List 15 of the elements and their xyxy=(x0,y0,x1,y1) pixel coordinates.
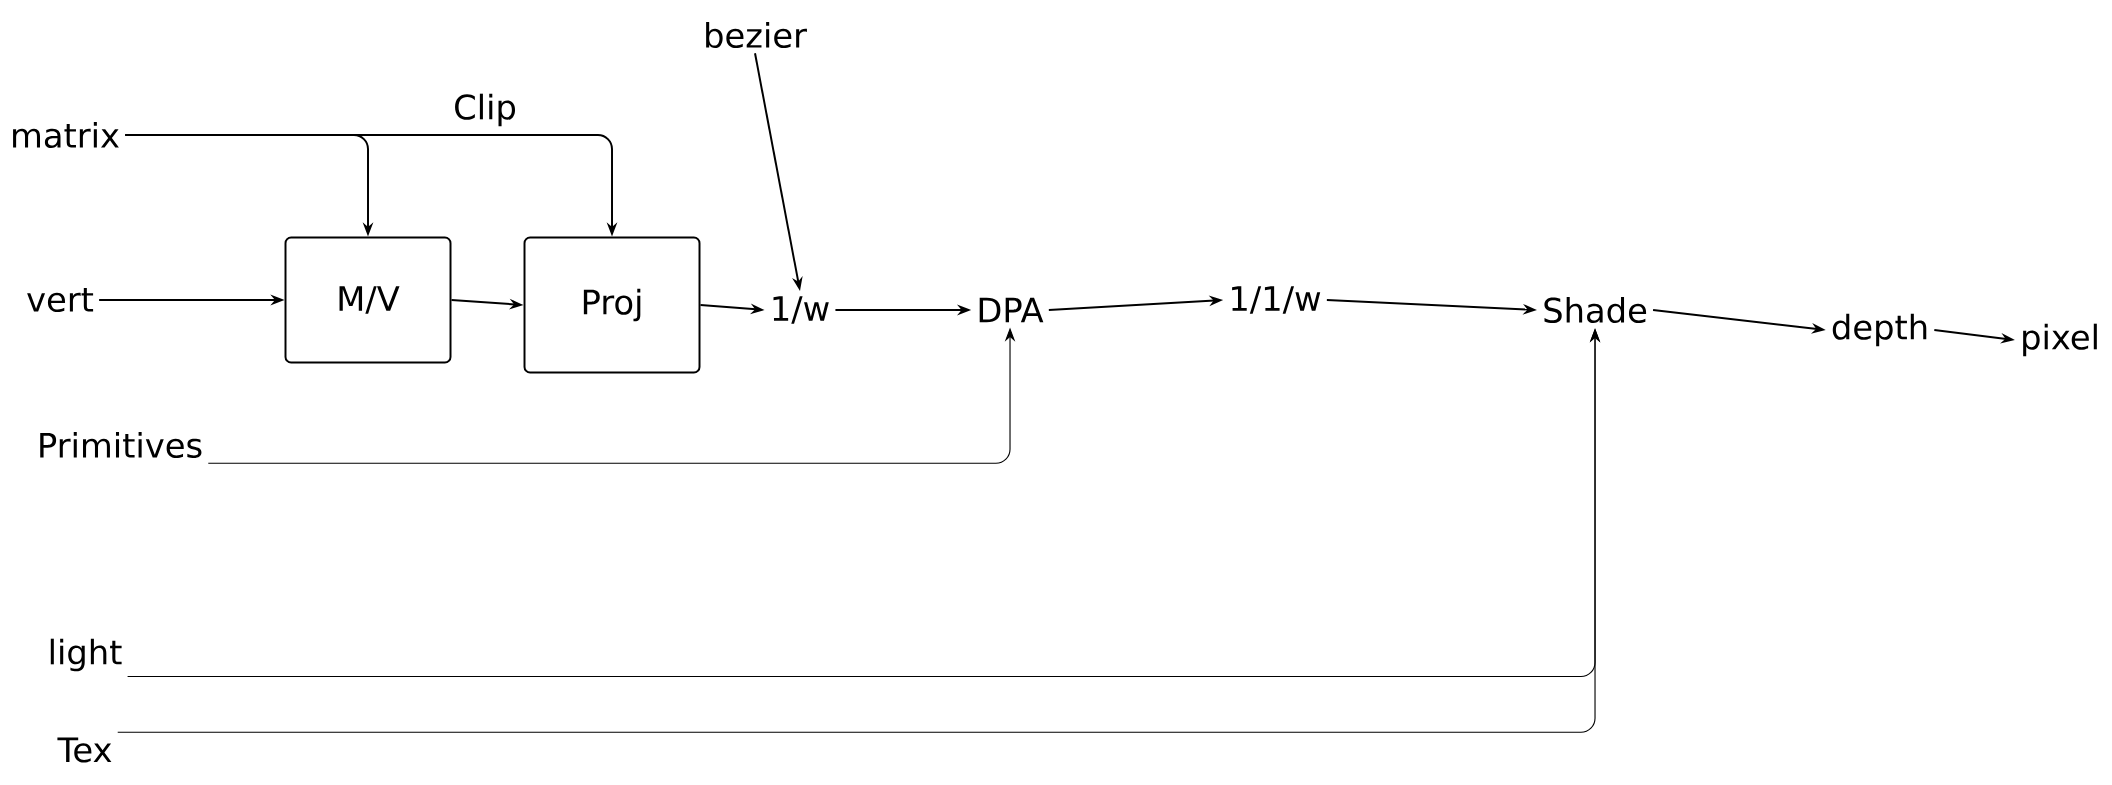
process-box: Proj xyxy=(523,236,701,374)
node-label: matrix xyxy=(13,121,119,149)
node-label: Primitives xyxy=(40,431,202,459)
node-label: vert xyxy=(27,287,94,313)
node-label: Tex xyxy=(57,737,112,763)
node-label: Shade xyxy=(1544,296,1647,324)
clip-label: Clip xyxy=(450,90,520,130)
node-label: light xyxy=(50,638,122,672)
process-box: M/V xyxy=(284,236,452,364)
node-label: pixel xyxy=(2023,323,2097,357)
node-label: depth xyxy=(1832,313,1927,347)
node-label: DPA xyxy=(979,297,1044,323)
node-label: 1/w xyxy=(773,296,829,324)
node-label: 1/1/w xyxy=(1232,286,1321,314)
node-label: bezier xyxy=(706,21,807,49)
